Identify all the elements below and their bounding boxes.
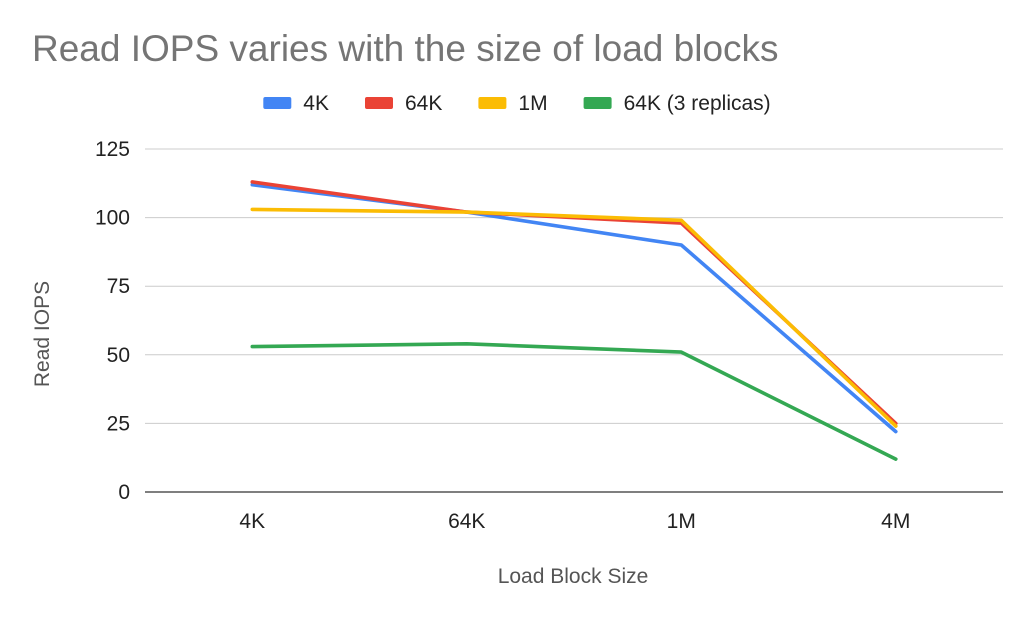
chart-title: Read IOPS varies with the size of load b… <box>32 28 779 69</box>
x-axis-ticks: 4K 64K 1M 4M <box>239 510 910 533</box>
y-tick-label: 75 <box>107 275 130 298</box>
y-tick-label: 25 <box>107 412 130 435</box>
y-axis-ticks: 0 25 50 75 100 125 <box>95 138 130 504</box>
legend-swatch <box>365 97 393 109</box>
series-line-4k <box>250 182 898 434</box>
legend-label: 1M <box>518 92 547 115</box>
legend: 4K 64K 1M 64K (3 replicas) <box>263 92 771 115</box>
legend-item: 64K (3 replicas) <box>583 92 771 115</box>
legend-label: 4K <box>303 92 329 115</box>
x-axis-title: Load Block Size <box>498 565 649 588</box>
legend-item: 4K <box>263 92 329 115</box>
y-tick-label: 100 <box>95 207 130 230</box>
y-tick-label: 50 <box>107 344 130 367</box>
x-tick-label: 64K <box>448 510 485 533</box>
series-line-64k <box>250 180 898 426</box>
x-tick-label: 4K <box>239 510 265 533</box>
y-axis-title: Read IOPS <box>31 281 54 387</box>
legend-item: 1M <box>478 92 548 115</box>
legend-swatch <box>263 97 292 109</box>
legend-label: 64K <box>405 92 442 115</box>
y-tick-label: 0 <box>118 481 130 504</box>
legend-swatch <box>583 97 612 109</box>
grid <box>145 148 1003 493</box>
series-line-64k-3-replicas <box>250 341 898 461</box>
y-tick-label: 125 <box>95 138 130 161</box>
x-tick-label: 4M <box>881 510 910 533</box>
series-lines <box>250 180 898 461</box>
series-line-1m <box>250 207 898 428</box>
x-tick-label: 1M <box>667 510 696 533</box>
legend-label: 64K (3 replicas) <box>624 92 771 115</box>
legend-item: 64K <box>365 92 442 115</box>
legend-swatch <box>478 97 507 109</box>
